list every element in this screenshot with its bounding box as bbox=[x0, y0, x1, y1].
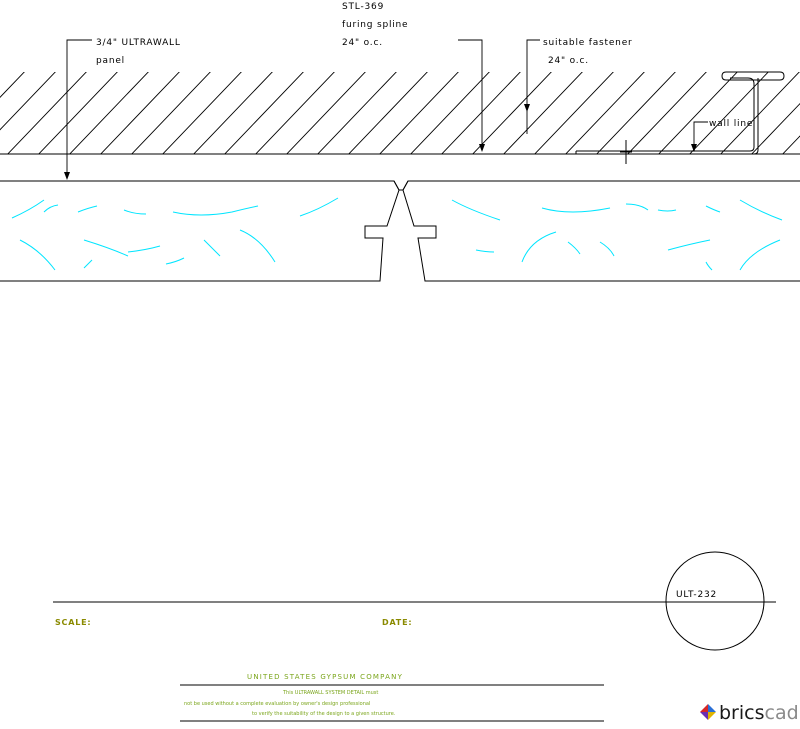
date-label: DATE: bbox=[382, 618, 412, 627]
hatch-line bbox=[224, 72, 304, 154]
detail-id: ULT-232 bbox=[676, 590, 717, 600]
panel-leader bbox=[66, 39, 92, 178]
hatch-line bbox=[286, 72, 366, 154]
hatch-line bbox=[100, 72, 180, 154]
credit-note-line-1: This ULTRAWALL SYSTEM DETAIL must bbox=[282, 690, 378, 696]
hatch-line bbox=[348, 72, 428, 154]
logo-wordmark: bricscad bbox=[719, 702, 799, 724]
hatch-line bbox=[441, 72, 521, 154]
spline-label-line-2: furing spline bbox=[342, 20, 408, 30]
scale-label: SCALE: bbox=[55, 618, 91, 627]
spline-label-line-3: 24" o.c. bbox=[342, 38, 383, 48]
company-name: UNITED STATES GYPSUM COMPANY bbox=[247, 673, 403, 681]
hatch-line bbox=[751, 102, 800, 154]
credit-note-line-2: not be used without a complete evaluatio… bbox=[184, 701, 370, 707]
hatch-line bbox=[379, 72, 459, 154]
hatch-line bbox=[596, 72, 676, 154]
fastener-label-line-2: 24" o.c. bbox=[548, 56, 589, 66]
hatch-line bbox=[193, 72, 273, 154]
hatch-line bbox=[410, 72, 490, 154]
wall-line-label: wall line bbox=[709, 119, 753, 129]
right-panel-outline bbox=[402, 180, 800, 282]
hatch-line bbox=[317, 72, 397, 154]
hatch-line bbox=[7, 72, 87, 154]
hatch-line bbox=[689, 72, 769, 154]
panel-joint-notch bbox=[393, 180, 409, 191]
hatch-line bbox=[658, 72, 738, 154]
hatch-line bbox=[534, 72, 614, 154]
hatch-line bbox=[131, 72, 211, 154]
spline-label-line-1: STL-369 bbox=[342, 2, 384, 12]
hatch-line bbox=[0, 72, 56, 131]
hatch-line bbox=[503, 72, 583, 154]
hatch-line bbox=[782, 135, 800, 154]
panel-texture bbox=[11, 197, 783, 271]
hatch-line bbox=[0, 72, 25, 98]
wall-clip bbox=[575, 71, 785, 164]
wall-hatch bbox=[0, 72, 800, 154]
hatch-line bbox=[69, 72, 149, 154]
leader-lines bbox=[66, 39, 708, 178]
panel-label-line-2: panel bbox=[96, 56, 125, 66]
wall-line-leader bbox=[693, 121, 708, 150]
leader-arrows bbox=[64, 104, 697, 180]
detail-bubble bbox=[665, 551, 765, 651]
hatch-line bbox=[627, 72, 707, 154]
panel-label-line-1: 3/4" ULTRAWALL bbox=[96, 38, 181, 48]
bricscad-logo: bricscad bbox=[700, 702, 799, 724]
hatch-line bbox=[38, 72, 118, 154]
hatch-line bbox=[162, 72, 242, 154]
spline-leader bbox=[458, 39, 483, 150]
hatch-line bbox=[565, 72, 645, 154]
credit-note-line-3: to verify the suitability of the design … bbox=[252, 711, 396, 717]
hatch-line bbox=[720, 72, 800, 154]
fastener-leader bbox=[526, 39, 540, 134]
left-panel-outline bbox=[0, 180, 400, 282]
fastener-label-line-1: suitable fastener bbox=[543, 38, 633, 48]
hatch-line bbox=[255, 72, 335, 154]
